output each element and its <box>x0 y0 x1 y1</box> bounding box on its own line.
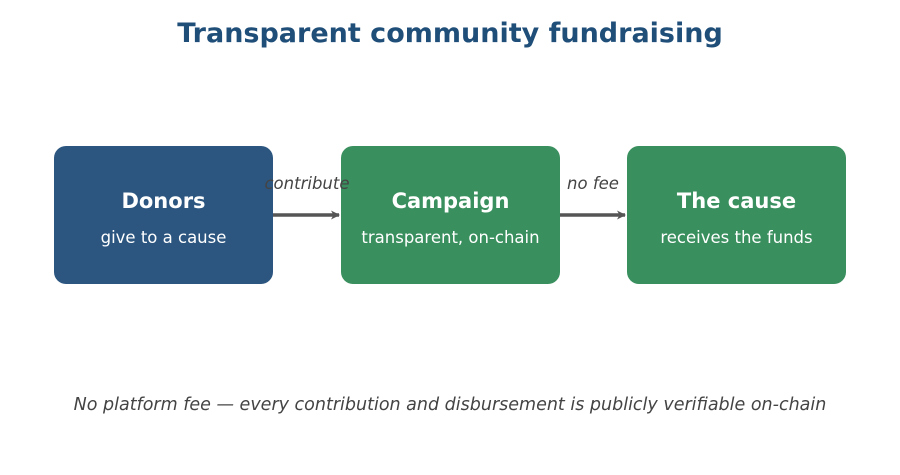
node-donors-title: Donors <box>121 189 206 213</box>
footnote: No platform fee — every contribution and… <box>73 395 827 415</box>
node-cause: The cause receives the funds <box>627 146 846 284</box>
node-campaign: Campaign transparent, on-chain <box>341 146 560 284</box>
node-donors: Donors give to a cause <box>54 146 273 284</box>
edge-label-no-fee: no fee <box>567 174 619 193</box>
node-campaign-subtitle: transparent, on-chain <box>361 228 540 247</box>
node-cause-title: The cause <box>676 189 797 213</box>
node-campaign-title: Campaign <box>391 189 510 213</box>
node-donors-subtitle: give to a cause <box>100 228 227 247</box>
diagram-title: Transparent community fundraising <box>177 18 723 49</box>
node-cause-subtitle: receives the funds <box>660 228 813 247</box>
edge-label-contribute: contribute <box>264 174 350 193</box>
